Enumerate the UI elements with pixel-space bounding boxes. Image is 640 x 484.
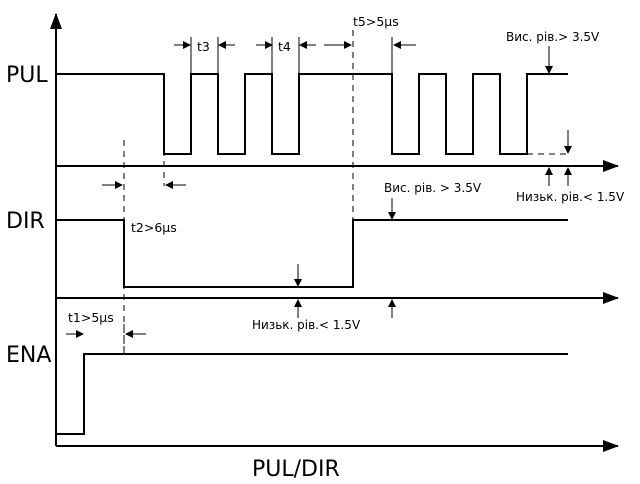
t1-label: t1>5μs: [68, 310, 114, 325]
x-axis-label: PUL/DIR: [252, 457, 340, 482]
t2-label: t2>6μs: [131, 220, 177, 235]
t4-label: t4: [278, 39, 291, 54]
pul-waveform: [56, 73, 568, 155]
ena-label: ENA: [6, 343, 51, 368]
dir-label: DIR: [6, 209, 45, 234]
dir-high-level-label: Вис. рів. > 3.5V: [384, 181, 482, 195]
pul-low-level-label: Низьк. рів.< 1.5V: [516, 190, 625, 204]
dir-low-level-label: Низьк. рів.< 1.5V: [252, 318, 361, 332]
t3-label: t3: [197, 39, 210, 54]
pul-high-level-label: Вис. рів.> 3.5V: [506, 30, 600, 44]
ena-waveform: [56, 353, 568, 435]
dir-waveform: [56, 219, 568, 288]
t5-label: t5>5μs: [353, 14, 399, 29]
pul-label: PUL: [6, 63, 48, 88]
